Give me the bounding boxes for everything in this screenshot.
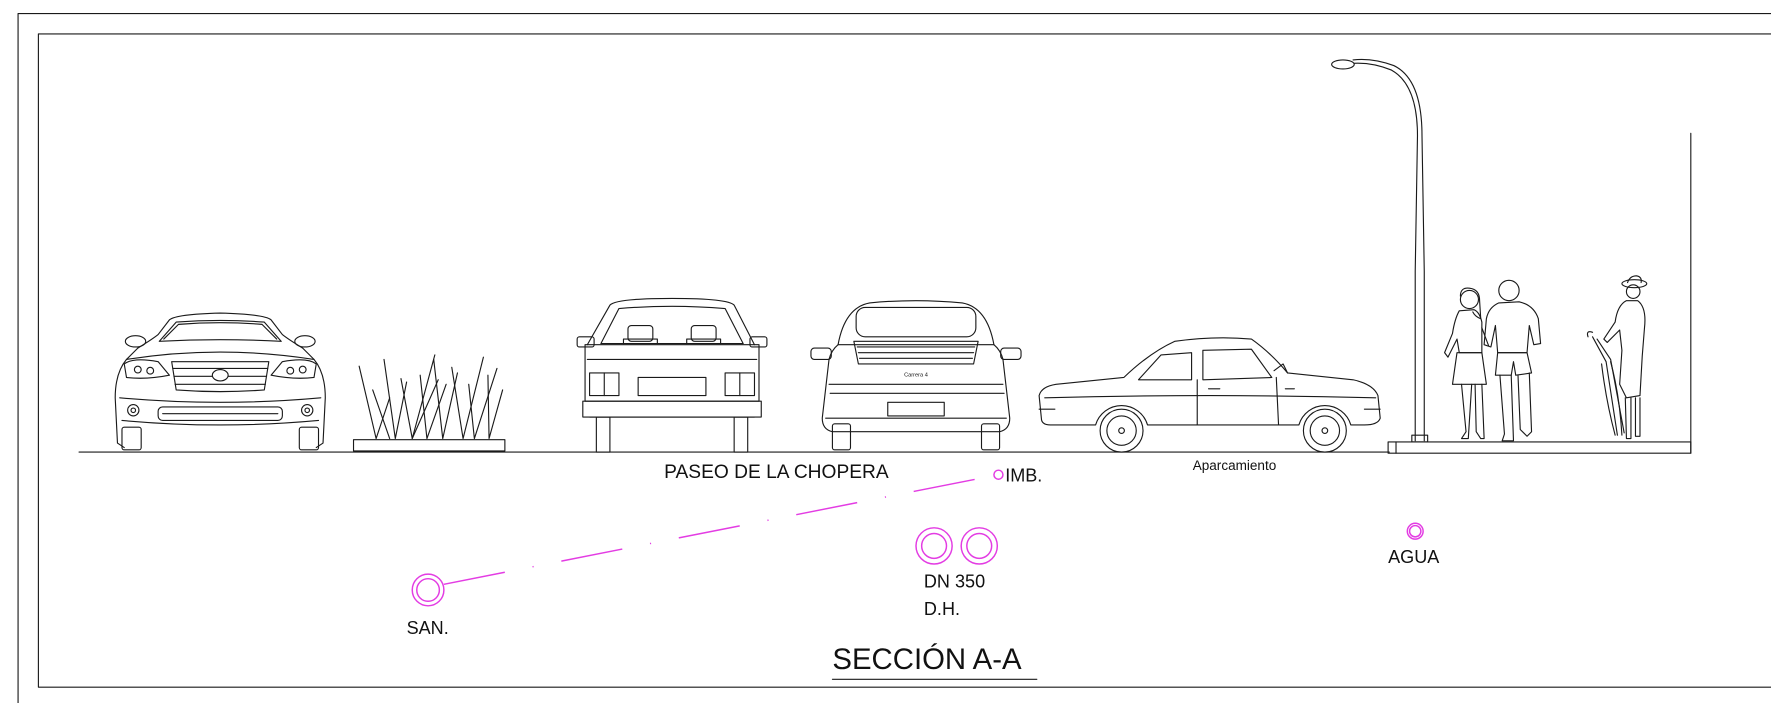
suv-front-view: [114, 312, 326, 451]
agua-label: AGUA: [1388, 547, 1440, 567]
connection-line: [443, 475, 993, 586]
drainage-pipes: DN 350 D.H.: [915, 527, 999, 619]
dn-label: DN 350: [924, 572, 985, 592]
imb-label: IMB.: [1005, 465, 1042, 485]
pedestrian-couple: [1444, 279, 1542, 442]
imb-connection: IMB.: [993, 465, 1042, 485]
outer-frame: [17, 12, 1771, 703]
street-lamp: [1331, 58, 1429, 443]
car-badge-text: Carrera 4: [904, 372, 928, 378]
section-title-text: SECCIÓN A-A: [832, 643, 1022, 676]
san-label: SAN.: [407, 618, 449, 638]
sidewalk: [1387, 441, 1692, 454]
sanitation-pipe: SAN.: [407, 573, 449, 638]
section-title: SECCIÓN A-A: [831, 643, 1038, 680]
agave-plants: [358, 354, 504, 440]
hatchback-rear-view: [576, 297, 768, 453]
planter: [352, 439, 506, 452]
dh-label: D.H.: [924, 599, 960, 619]
street-name-label: PASEO DE LA CHOPERA: [664, 462, 889, 483]
parking-label: Aparcamiento: [1193, 458, 1277, 473]
woman-with-umbrella: [1586, 275, 1648, 440]
water-pipe: AGUA: [1388, 522, 1440, 567]
inner-frame: [37, 33, 1771, 688]
sedan-side-view: [1038, 337, 1381, 453]
porsche-rear-view: Carrera 4: [810, 300, 1022, 451]
